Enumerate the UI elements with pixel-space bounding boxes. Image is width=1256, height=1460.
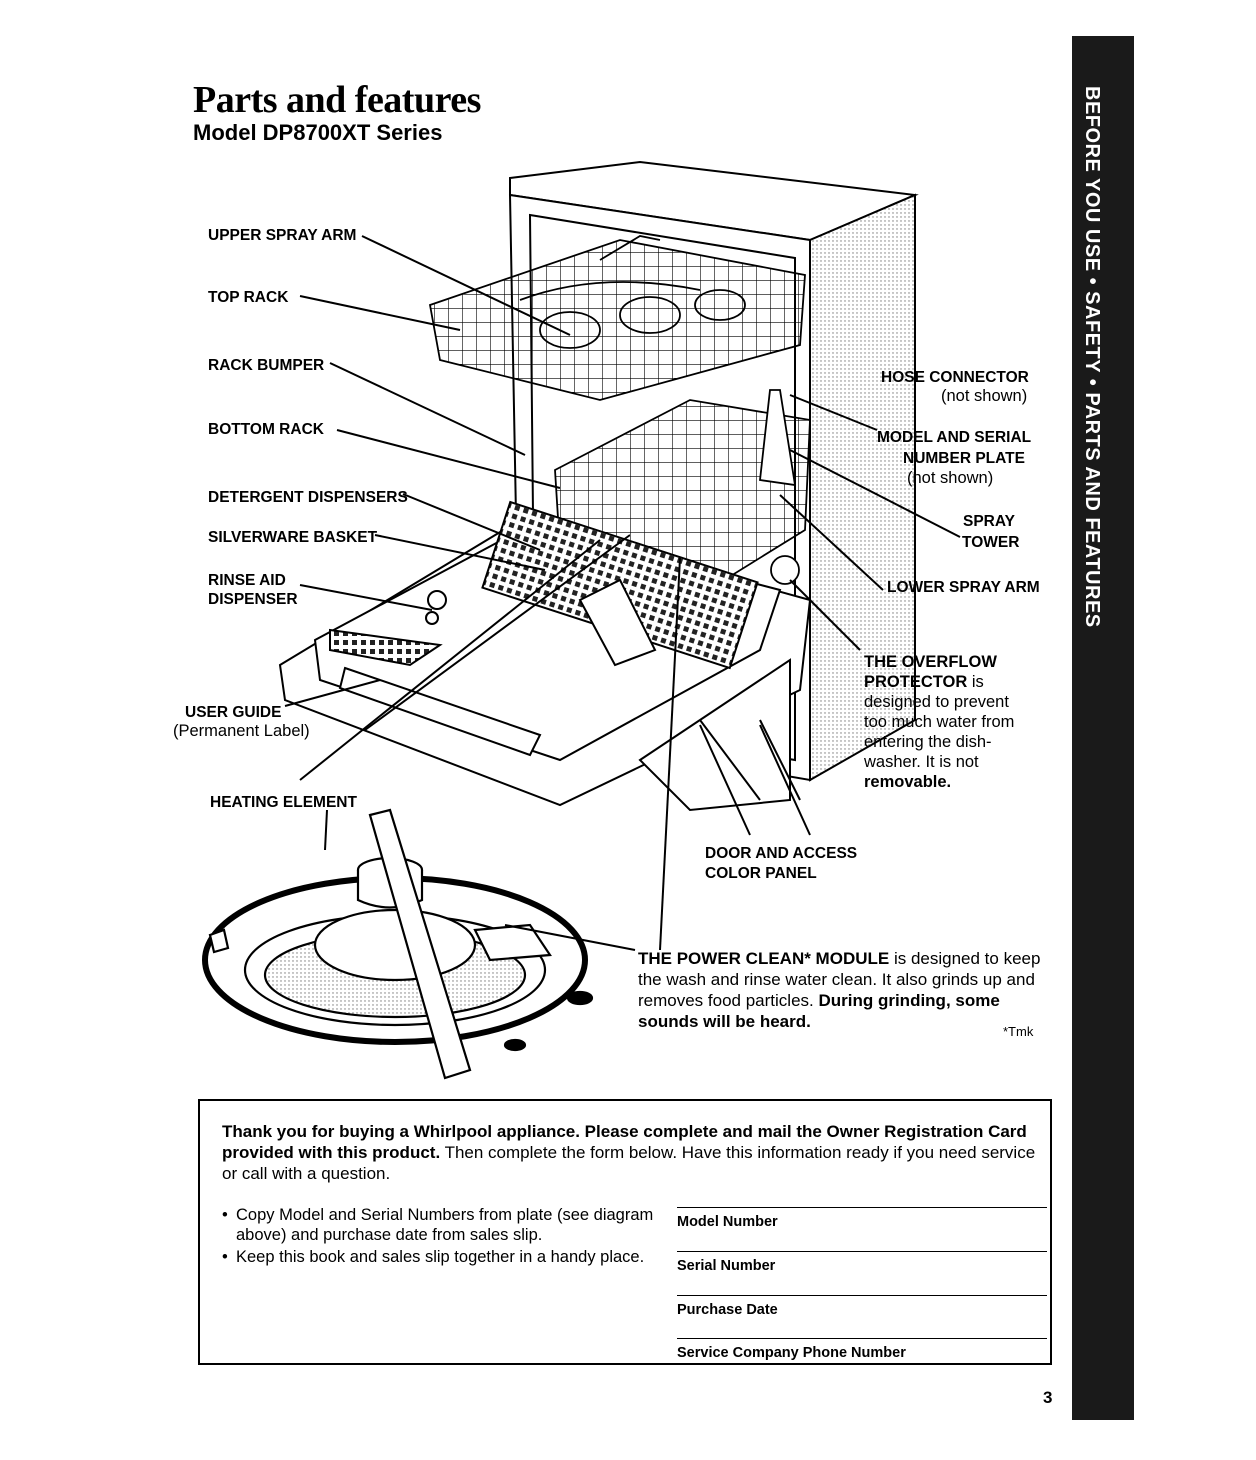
label-user-guide-1: USER GUIDE: [185, 703, 281, 722]
list-item: Copy Model and Serial Numbers from plate…: [222, 1205, 662, 1245]
label-hose-connector-2: (not shown): [941, 387, 1027, 406]
label-model-plate-3: (not shown): [907, 469, 993, 488]
overflow-text-6: washer. It is not: [864, 752, 1014, 772]
label-door-panel-2: COLOR PANEL: [705, 864, 817, 883]
label-model-plate-2: NUMBER PLATE: [903, 449, 1025, 468]
registration-intro: Thank you for buying a Whirlpool applian…: [222, 1121, 1037, 1184]
overflow-bold-2: PROTECTOR: [864, 673, 967, 691]
label-rinse-aid-2: DISPENSER: [208, 590, 298, 609]
label-spray-tower-1: SPRAY: [963, 512, 1015, 531]
label-rinse-aid-1: RINSE AID: [208, 571, 286, 590]
label-door-panel-1: DOOR AND ACCESS: [705, 844, 857, 863]
label-spray-tower-2: TOWER: [962, 533, 1019, 552]
label-silverware-basket: SILVERWARE BASKET: [208, 528, 377, 547]
label-top-rack: TOP RACK: [208, 288, 288, 307]
label-lower-spray-arm: LOWER SPRAY ARM: [887, 578, 1040, 597]
registration-bullets: Copy Model and Serial Numbers from plate…: [222, 1205, 662, 1269]
module-note-lead: THE POWER CLEAN* MODULE: [638, 949, 889, 968]
label-model-plate-1: MODEL AND SERIAL: [877, 428, 1031, 447]
label-heating-element: HEATING ELEMENT: [210, 793, 357, 812]
power-clean-module: [205, 810, 592, 1078]
overflow-text-3: designed to prevent: [864, 692, 1014, 712]
label-bottom-rack: BOTTOM RACK: [208, 420, 324, 439]
label-hose-connector-1: HOSE CONNECTOR: [881, 368, 1029, 387]
section-side-tab-text: BEFORE YOU USE • SAFETY • PARTS AND FEAT…: [1080, 86, 1103, 628]
dishwasher-diagram: [0, 0, 1070, 1100]
overflow-bold-1: THE OVERFLOW: [864, 653, 997, 671]
model-number-field[interactable]: Model Number: [677, 1207, 1047, 1230]
serial-number-field[interactable]: Serial Number: [677, 1251, 1047, 1274]
registration-box: Thank you for buying a Whirlpool applian…: [198, 1099, 1052, 1365]
service-phone-field[interactable]: Service Company Phone Number: [677, 1338, 1047, 1361]
purchase-date-field[interactable]: Purchase Date: [677, 1295, 1047, 1318]
power-clean-module-note: THE POWER CLEAN* MODULE is designed to k…: [638, 948, 1058, 1032]
trademark-note: *Tmk: [1003, 1024, 1033, 1039]
page-number: 3: [1043, 1388, 1052, 1408]
list-item: Keep this book and sales slip together i…: [222, 1247, 662, 1267]
overflow-bold-7: removable.: [864, 773, 951, 791]
label-rack-bumper: RACK BUMPER: [208, 356, 324, 375]
overflow-text-2: is: [967, 673, 984, 691]
overflow-text-5: entering the dish-: [864, 732, 1014, 752]
overflow-protector-note: THE OVERFLOW PROTECTOR is designed to pr…: [864, 652, 1014, 792]
label-upper-spray-arm: UPPER SPRAY ARM: [208, 226, 356, 245]
label-detergent-dispensers: DETERGENT DISPENSERS: [208, 488, 408, 507]
label-user-guide-2: (Permanent Label): [173, 722, 310, 741]
overflow-text-4: too much water from: [864, 712, 1014, 732]
